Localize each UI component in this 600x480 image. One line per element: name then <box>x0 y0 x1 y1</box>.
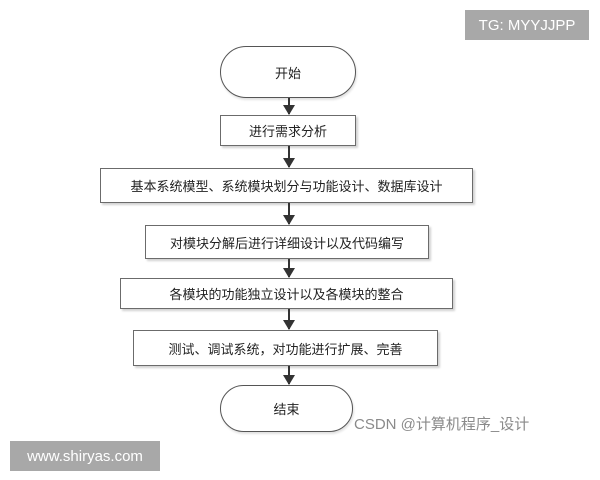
arrow-step1-to-step2 <box>283 146 295 168</box>
watermark-csdn: CSDN @计算机程序_设计 <box>354 413 529 434</box>
end-label: 结束 <box>273 403 300 418</box>
step-label: 对模块分解后进行详细设计以及代码编写 <box>169 236 404 252</box>
step-system-design: 基本系统模型、系统模块划分与功能设计、数据库设计 <box>100 168 473 203</box>
step-label: 各模块的功能独立设计以及各模块的整合 <box>169 288 404 303</box>
arrow-step3-to-step4 <box>283 259 295 278</box>
watermark-site-text: www.shiryas.com <box>27 447 143 465</box>
watermark-site: www.shiryas.com <box>10 441 160 471</box>
step-label: 进行需求分析 <box>248 125 327 140</box>
step-requirements-analysis: 进行需求分析 <box>220 115 356 146</box>
watermark-tg: TG: MYYJJPP <box>465 10 589 40</box>
watermark-csdn-text: CSDN @计算机程序_设计 <box>354 416 530 433</box>
step-testing: 测试、调试系统，对功能进行扩展、完善 <box>133 330 438 366</box>
arrow-step4-to-step5 <box>283 309 295 330</box>
step-label: 测试、调试系统，对功能进行扩展、完善 <box>168 342 403 358</box>
step-label: 基本系统模型、系统模块划分与功能设计、数据库设计 <box>130 180 443 195</box>
step-module-integration: 各模块的功能独立设计以及各模块的整合 <box>120 278 453 309</box>
end-terminal: 结束 <box>220 385 353 432</box>
arrow-step5-to-end <box>283 366 295 385</box>
watermark-tg-text: TG: MYYJJPP <box>478 16 576 34</box>
step-detailed-design: 对模块分解后进行详细设计以及代码编写 <box>145 225 429 259</box>
arrow-step2-to-step3 <box>283 203 295 225</box>
start-label: 开始 <box>274 66 301 82</box>
start-terminal: 开始 <box>220 46 356 98</box>
arrow-start-to-step1 <box>283 98 295 115</box>
